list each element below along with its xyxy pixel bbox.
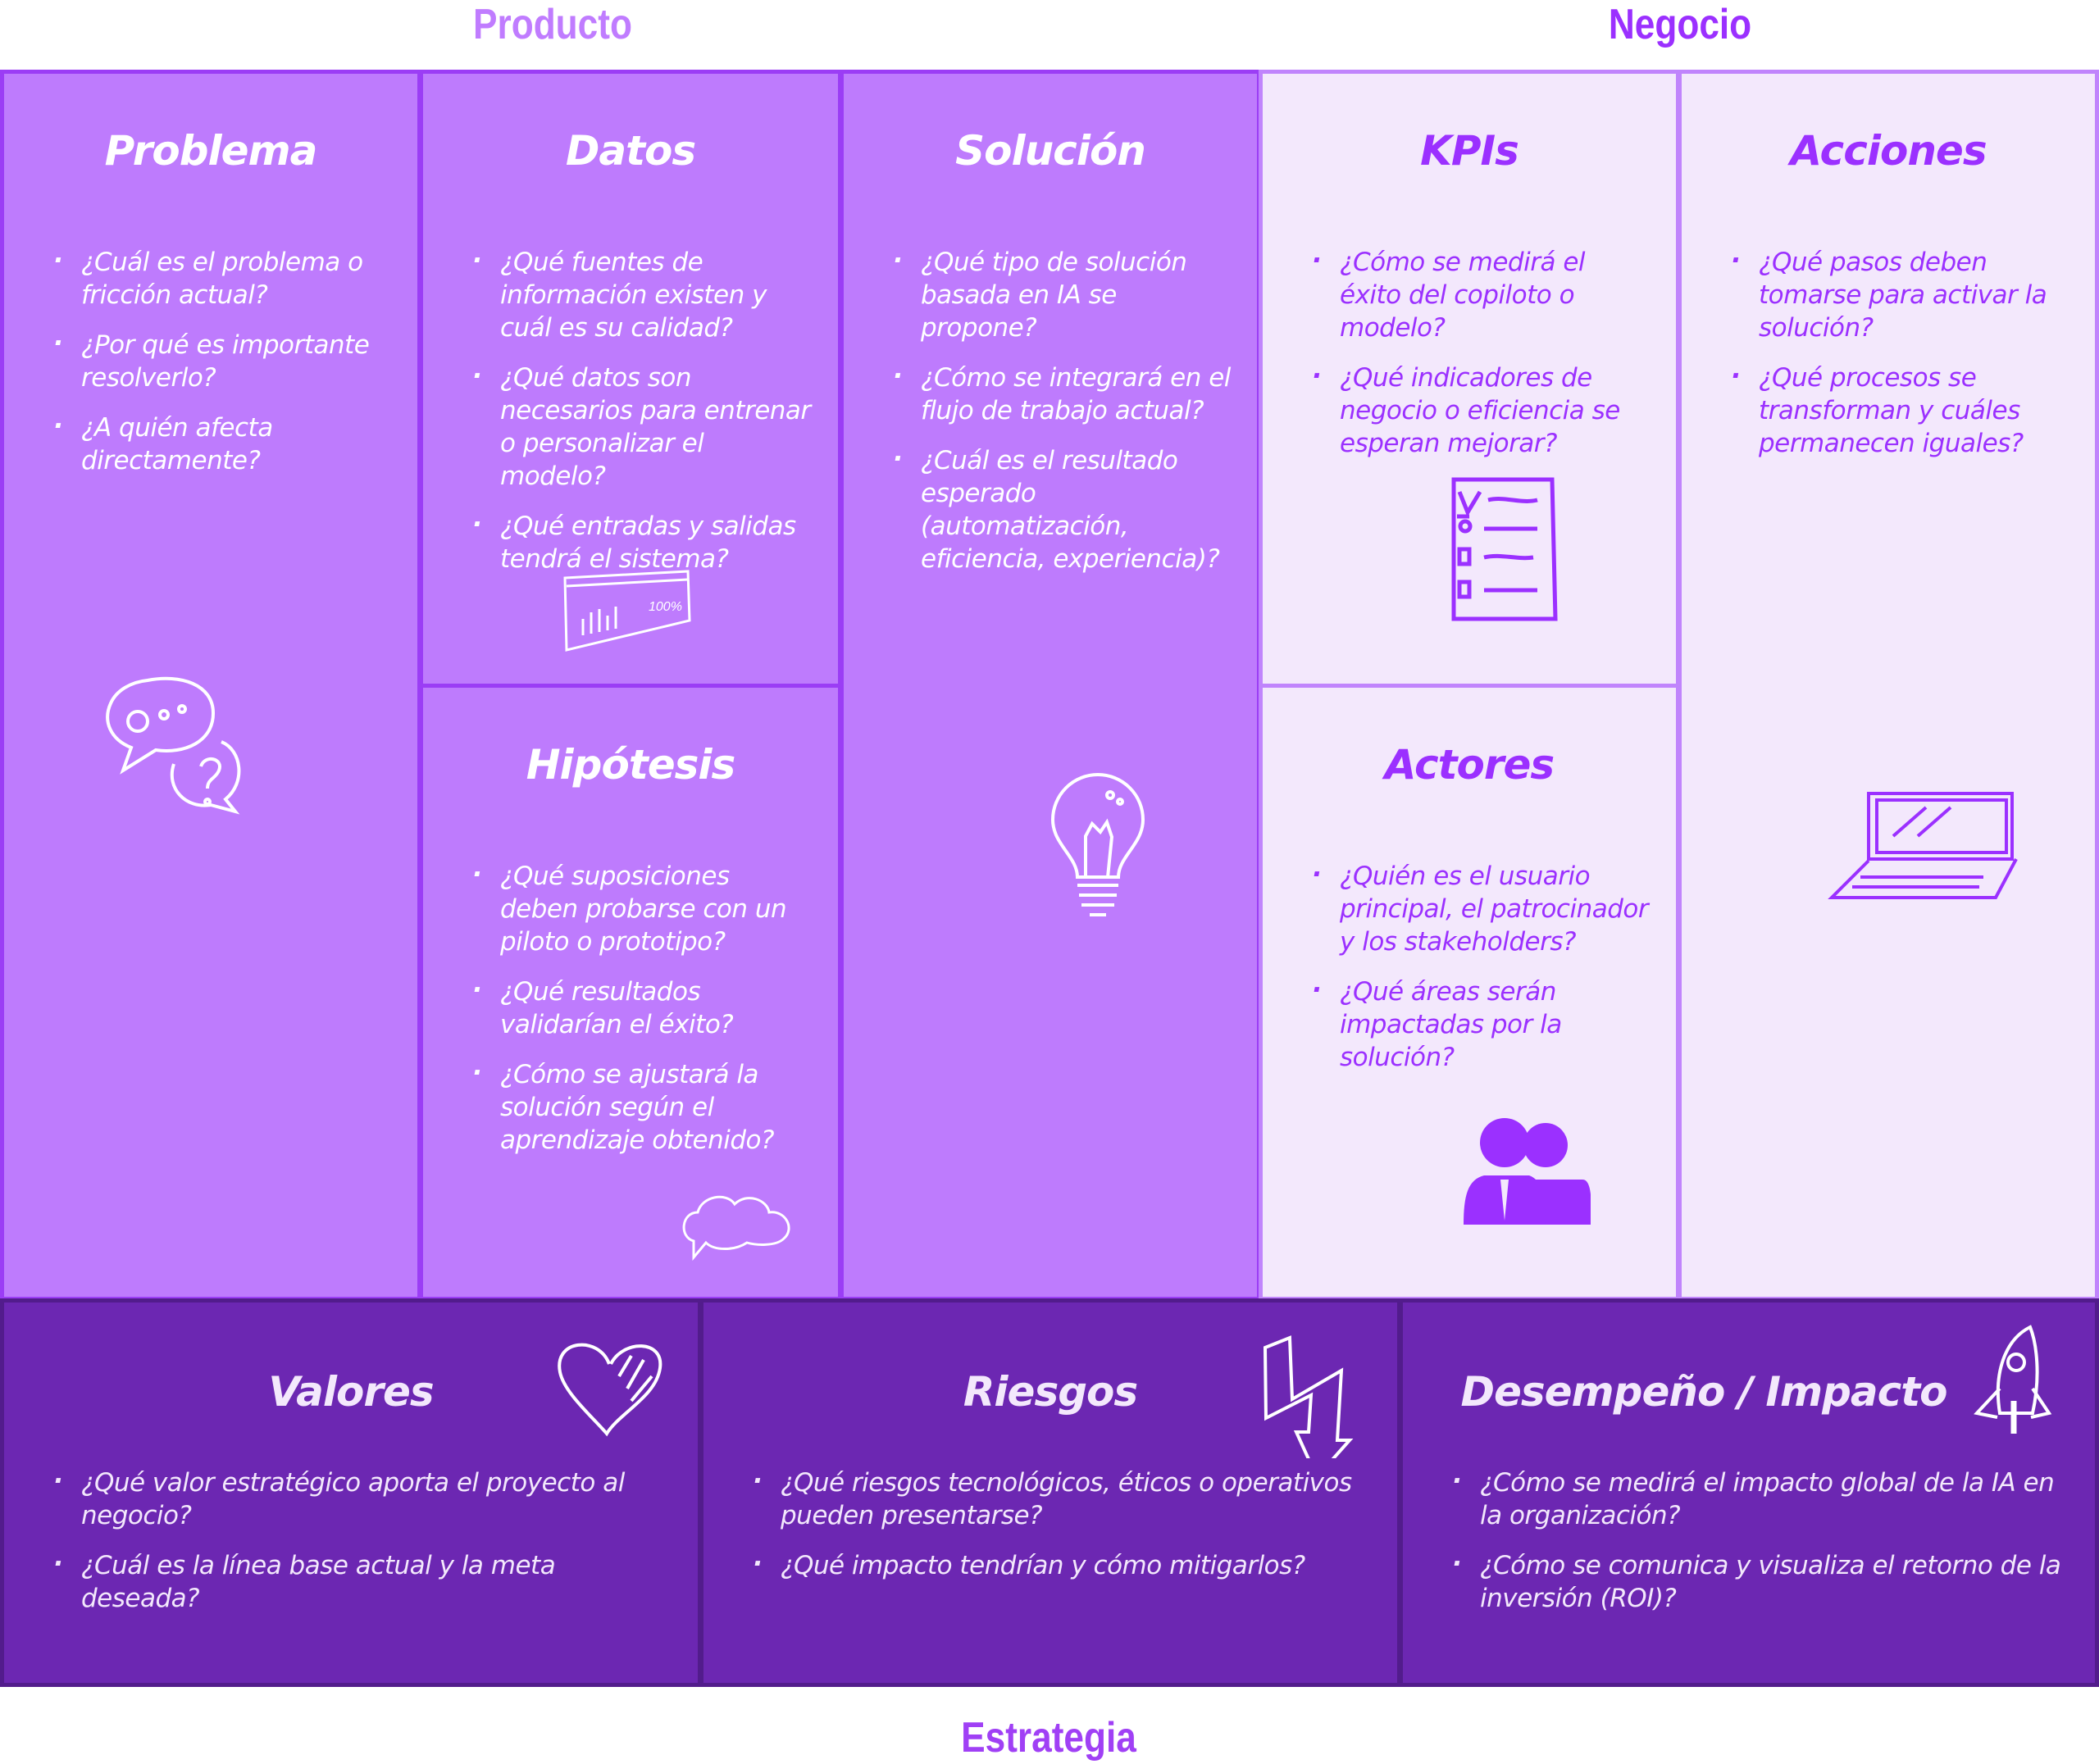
list-item: ¿Por qué es importante resolverlo? bbox=[53, 327, 393, 394]
cell-title: Desempeño / Impacto bbox=[1460, 1368, 1947, 1416]
cell-problema: Problema ¿Cuál es el problema o fricción… bbox=[0, 70, 421, 1301]
cell-title: KPIs bbox=[1420, 127, 1519, 175]
lightbulb-icon bbox=[1050, 773, 1145, 916]
cell-riesgos: Riesgos ¿Qué riesgos tecnológicos, ético… bbox=[699, 1298, 1401, 1687]
question-list: ¿Cómo se medirá el impacto global de la … bbox=[1452, 1465, 2070, 1632]
list-item: ¿Qué suposiciones deben probarse con un … bbox=[472, 858, 813, 958]
section-header-estrategia: Estrategia bbox=[961, 1714, 1136, 1762]
cell-title: Hipótesis bbox=[526, 741, 736, 789]
question-list: ¿Qué tipo de solución basada en IA se pr… bbox=[893, 244, 1232, 593]
zigzag-arrow-icon bbox=[1263, 1335, 1354, 1458]
cell-solucion: Solución ¿Qué tipo de solución basada en… bbox=[840, 70, 1261, 1301]
question-list: ¿Cómo se medirá el éxito del copiloto o … bbox=[1312, 244, 1651, 477]
cell-title: Datos bbox=[565, 127, 696, 175]
list-item: ¿Qué valor estratégico aporta el proyect… bbox=[53, 1465, 673, 1532]
rocket-icon bbox=[1974, 1325, 2052, 1434]
chart-card-icon: 100% bbox=[563, 570, 691, 652]
cell-title: Valores bbox=[268, 1368, 434, 1416]
list-item: ¿Qué fuentes de información existen y cu… bbox=[472, 244, 813, 344]
speech-bubble-question-icon bbox=[106, 676, 241, 815]
question-list: ¿Quién es el usuario principal, el patro… bbox=[1312, 858, 1651, 1091]
cell-desempeno: Desempeño / Impacto ¿Cómo se medirá el i… bbox=[1399, 1298, 2099, 1687]
list-item: ¿Cuál es la línea base actual y la meta … bbox=[53, 1548, 673, 1615]
list-item: ¿Qué resultados validarían el éxito? bbox=[472, 974, 813, 1041]
question-list: ¿Cuál es el problema o fricción actual? … bbox=[53, 244, 393, 494]
cell-title: Problema bbox=[104, 127, 318, 175]
list-item: ¿Qué indicadores de negocio o eficiencia… bbox=[1312, 360, 1651, 460]
list-item: ¿Qué datos son necesarios para entrenar … bbox=[472, 360, 813, 493]
cell-title: Acciones bbox=[1790, 127, 1987, 175]
list-item: ¿A quién afecta directamente? bbox=[53, 410, 393, 477]
list-item: ¿Qué pasos deben tomarse para activar la… bbox=[1731, 244, 2070, 344]
heart-icon bbox=[558, 1343, 662, 1437]
cell-datos: Datos ¿Qué fuentes de información existe… bbox=[419, 70, 842, 688]
list-item: ¿Cuál es el problema o fricción actual? bbox=[53, 244, 393, 311]
list-item: ¿Cuál es el resultado esperado (automati… bbox=[893, 443, 1232, 575]
list-item: ¿Qué entradas y salidas tendrá el sistem… bbox=[472, 508, 813, 575]
section-header-negocio: Negocio bbox=[1608, 1, 1752, 48]
question-list: ¿Qué fuentes de información existen y cu… bbox=[472, 244, 813, 593]
laptop-icon bbox=[1828, 792, 2018, 899]
list-item: ¿Cómo se comunica y visualiza el retorno… bbox=[1452, 1548, 2070, 1615]
checklist-icon bbox=[1451, 477, 1558, 621]
cell-valores: Valores ¿Qué valor estratégico aporta el… bbox=[0, 1298, 702, 1687]
question-list: ¿Qué riesgos tecnológicos, éticos o oper… bbox=[753, 1465, 1373, 1599]
cell-acciones: Acciones ¿Qué pasos deben tomarse para a… bbox=[1678, 70, 2099, 1301]
list-item: ¿Qué riesgos tecnológicos, éticos o oper… bbox=[753, 1465, 1373, 1532]
question-list: ¿Qué valor estratégico aporta el proyect… bbox=[53, 1465, 673, 1632]
question-list: ¿Qué suposiciones deben probarse con un … bbox=[472, 858, 813, 1174]
list-item: ¿Quién es el usuario principal, el patro… bbox=[1312, 858, 1651, 958]
cell-title: Solución bbox=[955, 127, 1146, 175]
cell-kpis: KPIs ¿Cómo se medirá el éxito del copilo… bbox=[1259, 70, 1680, 688]
people-icon bbox=[1464, 1118, 1591, 1225]
list-item: ¿Cómo se ajustará la solución según el a… bbox=[472, 1057, 813, 1157]
section-header-producto: Producto bbox=[473, 1, 632, 48]
question-list: ¿Qué pasos deben tomarse para activar la… bbox=[1731, 244, 2070, 477]
list-item: ¿Cómo se integrará en el flujo de trabaj… bbox=[893, 360, 1232, 427]
cell-actores: Actores ¿Quién es el usuario principal, … bbox=[1259, 684, 1680, 1301]
list-item: ¿Qué áreas serán impactadas por la soluc… bbox=[1312, 974, 1651, 1074]
list-item: ¿Cómo se medirá el impacto global de la … bbox=[1452, 1465, 2070, 1532]
list-item: ¿Qué tipo de solución basada en IA se pr… bbox=[893, 244, 1232, 344]
cell-hipotesis: Hipótesis ¿Qué suposiciones deben probar… bbox=[419, 684, 842, 1301]
list-item: ¿Qué impacto tendrían y cómo mitigarlos? bbox=[753, 1548, 1373, 1582]
cell-title: Riesgos bbox=[963, 1368, 1138, 1416]
list-item: ¿Qué procesos se transforman y cuáles pe… bbox=[1731, 360, 2070, 460]
list-item: ¿Cómo se medirá el éxito del copiloto o … bbox=[1312, 244, 1651, 344]
cell-title: Actores bbox=[1384, 741, 1555, 789]
svg-text:100%: 100% bbox=[649, 600, 682, 614]
cloud-bubble-icon bbox=[682, 1195, 790, 1262]
